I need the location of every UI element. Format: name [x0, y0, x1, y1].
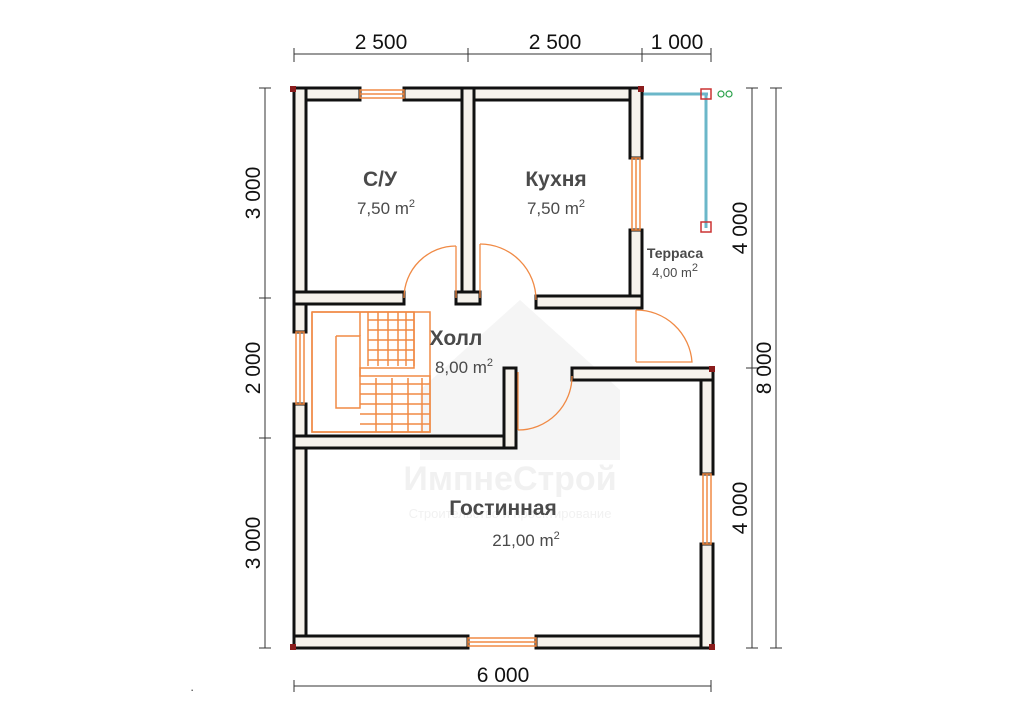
wall-top-right — [402, 86, 644, 102]
windows — [295, 89, 712, 647]
dim-left-1: 3 000 — [242, 167, 265, 220]
dim-left-3: 3 000 — [242, 517, 265, 570]
wall-right-lower — [699, 542, 715, 650]
dim-top-1: 2 500 — [355, 31, 408, 54]
wall-right-upper — [699, 366, 715, 476]
dim-top-2: 2 500 — [529, 31, 582, 54]
room-labels: С/У 7,50 m2 Кухня 7,50 m2 Терраса 4,00 m… — [357, 168, 703, 550]
wall-wc-bottom — [292, 290, 406, 306]
dim-right-inner-2: 4 000 — [729, 482, 752, 535]
door-wc-swing — [403, 245, 457, 299]
room-living-name: Гостинная — [449, 497, 557, 520]
staircase — [311, 311, 431, 433]
corner-markers — [290, 86, 715, 650]
watermark: ИмпнеСтрой Строительство и проектировани… — [403, 300, 620, 521]
room-wc-name: С/У — [363, 168, 398, 191]
walls — [292, 86, 715, 650]
terrace-railing — [642, 88, 733, 233]
dim-right-outer: 8 000 — [753, 342, 776, 395]
wall-kitchen-bottom — [534, 294, 644, 310]
door-kitchen-swing — [479, 243, 537, 301]
dimension-lines — [259, 48, 782, 692]
room-wc-area: 7,50 m2 — [357, 198, 415, 218]
room-hall-name: Холл — [430, 327, 483, 350]
wall-bottom-left — [292, 634, 470, 650]
wall-living-top-left — [292, 434, 518, 450]
watermark-house-icon — [420, 300, 620, 460]
wall-kitchen-right-upper — [628, 86, 644, 160]
room-terrace-area: 4,00 m2 — [652, 262, 698, 280]
door-terrace-swing — [635, 309, 693, 363]
dim-left-2: 2 000 — [242, 342, 265, 395]
room-kitchen-name: Кухня — [525, 168, 586, 191]
dim-bottom: 6 000 — [477, 664, 530, 687]
corner-dot: · — [190, 682, 194, 697]
room-hall-area: 8,00 m2 — [435, 357, 493, 377]
wall-living-top-right — [570, 366, 715, 382]
doors — [403, 243, 693, 431]
wall-partition-vertical — [460, 86, 476, 302]
room-terrace-name: Терраса — [647, 245, 703, 261]
door-living-swing — [517, 375, 573, 431]
room-kitchen-area: 7,50 m2 — [527, 198, 585, 218]
watermark-subtitle: Строительство и проектирование — [409, 506, 612, 521]
watermark-title: ИмпнеСтрой — [403, 460, 616, 498]
wall-hall-post — [502, 366, 518, 450]
wall-bottom-right — [534, 634, 713, 650]
dim-right-inner-1: 4 000 — [729, 202, 752, 255]
wall-partition-stub — [454, 290, 482, 306]
dim-top-3: 1 000 — [651, 31, 704, 54]
room-living-area: 21,00 m2 — [492, 530, 560, 550]
dimension-labels: 2 500 2 500 1 000 6 000 3 000 2 000 3 00… — [242, 31, 776, 687]
